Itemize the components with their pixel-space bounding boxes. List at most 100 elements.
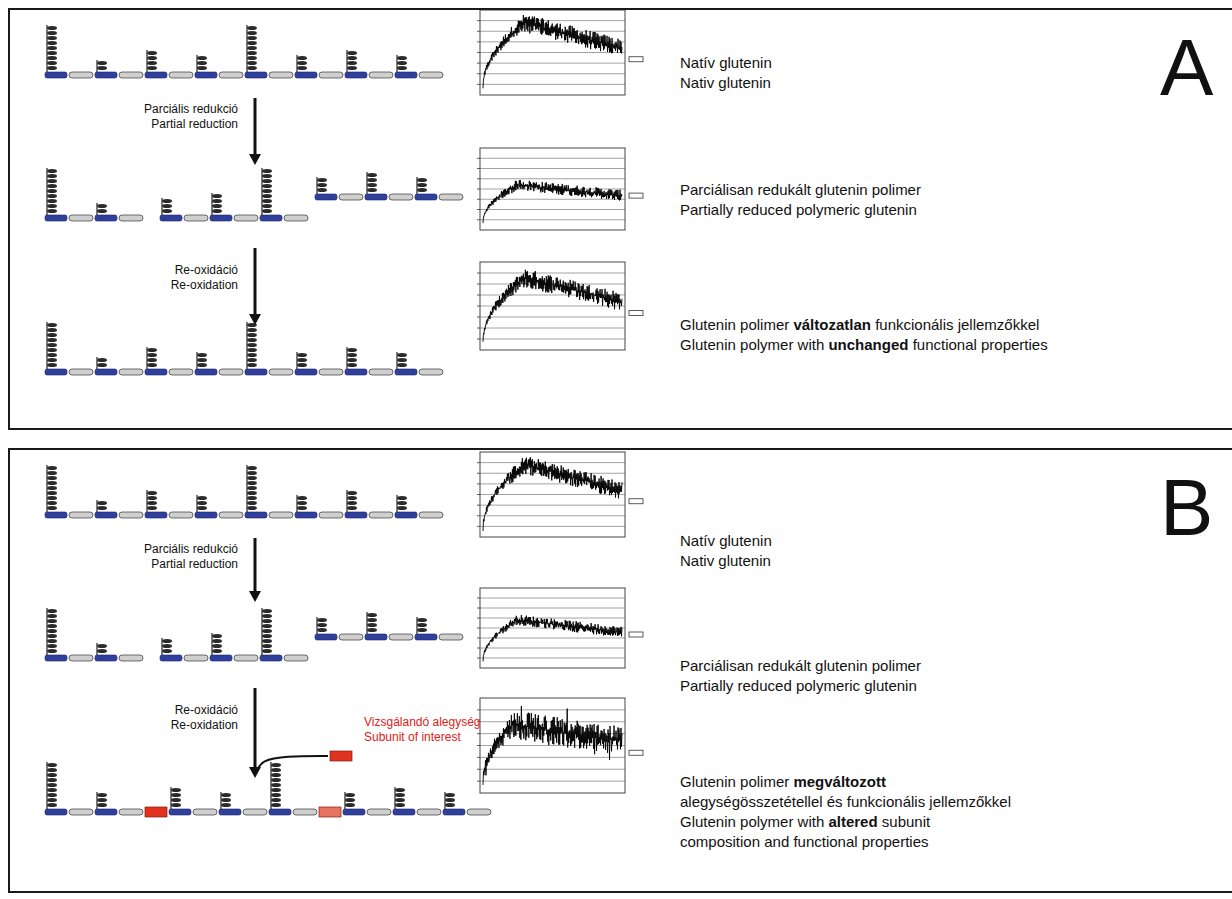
stack-dot (262, 644, 272, 648)
stack-dot (271, 783, 281, 787)
grid-line (480, 638, 625, 639)
stack-dot (212, 204, 222, 208)
stack-dot (367, 618, 377, 622)
hmw-block (45, 809, 67, 815)
grid-line (480, 658, 625, 659)
stack-dot (271, 778, 281, 782)
panel: B (8, 448, 1232, 893)
stack-dot (147, 348, 157, 352)
step-label: Partial reduction (151, 557, 238, 571)
stack-dot (367, 173, 377, 177)
lmw-block (269, 369, 293, 375)
hmw-block (195, 72, 217, 78)
stack-dot (47, 793, 57, 797)
grid-line (480, 494, 625, 495)
stack-dot (247, 41, 257, 45)
stack-dot (47, 773, 57, 777)
chart-frame (480, 452, 625, 537)
series-marker (629, 193, 643, 198)
stack-dot (262, 184, 272, 188)
stack-dot (367, 188, 377, 192)
lmw-block (339, 194, 363, 200)
stack-dot (395, 798, 405, 802)
grid-line (480, 709, 625, 710)
stack-dot (147, 501, 157, 505)
stack-dot (47, 763, 57, 767)
stack-dot (297, 61, 307, 65)
stack-dot (247, 486, 257, 490)
stack-dot (397, 496, 407, 500)
stack-dot (147, 506, 157, 510)
arrow-head (249, 591, 261, 602)
stack-dot (47, 471, 57, 475)
stack-dot (417, 623, 427, 627)
chart (477, 588, 643, 668)
stack-dot (212, 634, 222, 638)
stack-dot (47, 501, 57, 505)
chart-frame (480, 588, 625, 668)
step-arrow (254, 248, 257, 316)
lmw-block (219, 72, 243, 78)
stack-dot (47, 56, 57, 60)
lmw-block (419, 369, 443, 375)
stage-description: Parciálisan redukált glutenin polimer (680, 181, 921, 198)
stack-dot (262, 639, 272, 643)
stack-dot (171, 803, 181, 807)
hmw-block (210, 215, 232, 221)
stack-dot (297, 56, 307, 60)
polymer-chain (315, 612, 463, 640)
lmw-block (234, 215, 258, 221)
step-label-line: Re-oxidation (171, 717, 238, 734)
stack-dot (445, 803, 455, 807)
stack-dot (47, 491, 57, 495)
step-label-line: Re-oxidáció (175, 702, 238, 719)
stack-dot (247, 46, 257, 50)
stack-dot (262, 634, 272, 638)
lmw-block (439, 194, 463, 200)
stack-dot (97, 803, 107, 807)
grid-line (480, 618, 625, 619)
stack-dot (197, 358, 207, 362)
hmw-block (415, 634, 437, 640)
lmw-block (119, 809, 143, 815)
stage-description: Nativ glutenin (680, 552, 771, 569)
stack-dot (47, 778, 57, 782)
grid-line (480, 515, 625, 516)
chart-frame (480, 148, 625, 230)
subunit-label-line: Vizsgálandó alegység (364, 714, 481, 731)
stack-dot (162, 199, 172, 203)
stack-dot (97, 61, 107, 65)
stack-dot (271, 773, 281, 777)
grid-line (480, 328, 625, 329)
stage-description-line: Parciálisan redukált glutenin polimer (680, 180, 921, 200)
arrow-head (249, 767, 261, 778)
hmw-block (395, 72, 417, 78)
lmw-block (269, 512, 293, 518)
stack-dot (345, 803, 355, 807)
lmw-block (119, 215, 143, 221)
stack-dot (47, 481, 57, 485)
stack-dot (212, 639, 222, 643)
stack-dot (212, 194, 222, 198)
lmw-block (293, 809, 317, 815)
stack-dot (47, 199, 57, 203)
stack-dot (47, 624, 57, 628)
lmw-block (69, 215, 93, 221)
stack-dot (367, 613, 377, 617)
hmw-block (345, 512, 367, 518)
stack-dot (162, 649, 172, 653)
stack-dot (262, 629, 272, 633)
polymer-chain (45, 762, 491, 817)
hmw-block (245, 369, 267, 375)
step-label-line: Re-oxidáció (175, 262, 238, 279)
stack-dot (47, 353, 57, 357)
chart (477, 452, 643, 537)
stack-dot (47, 343, 57, 347)
stack-dot (171, 788, 181, 792)
stack-dot (367, 623, 377, 627)
grid-line (480, 273, 625, 274)
hmw-block (210, 655, 232, 661)
stack-dot (47, 179, 57, 183)
stack-dot (317, 628, 327, 632)
grid-line (480, 462, 625, 463)
